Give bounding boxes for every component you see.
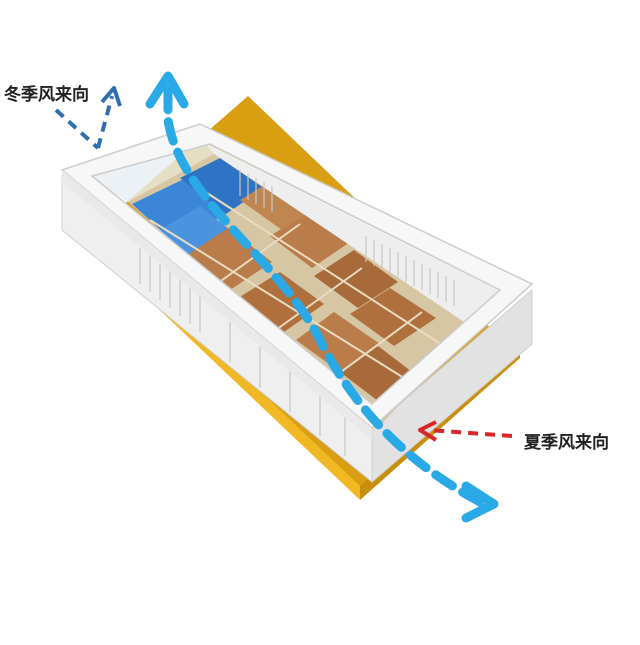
winter-wind-arrow	[54, 86, 122, 150]
building-body	[61, 174, 533, 484]
summer-wind-label: 夏季风来向	[524, 433, 609, 453]
interior-floor	[128, 154, 470, 426]
winter-wind-label: 冬季风来向	[4, 85, 89, 105]
louver-vents	[139, 248, 346, 456]
airflow-arrow	[145, 71, 499, 523]
summer-wind-arrow	[418, 420, 513, 442]
parapet-frame	[60, 123, 534, 440]
radiators	[239, 170, 455, 306]
